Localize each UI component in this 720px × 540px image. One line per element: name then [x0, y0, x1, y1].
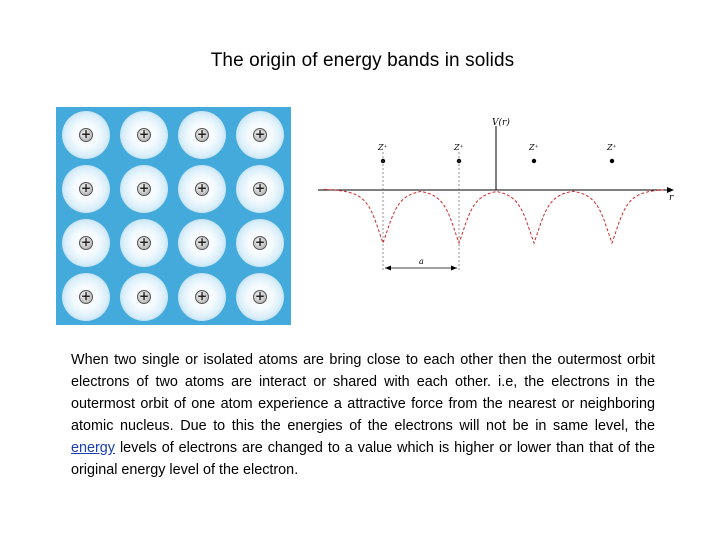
atom: + [120, 219, 168, 267]
atom: + [62, 165, 110, 213]
atom: + [236, 165, 284, 213]
ion-dot [532, 159, 536, 163]
nucleus-icon: + [253, 182, 267, 196]
atom: + [62, 273, 110, 321]
nucleus-icon: + [253, 290, 267, 304]
atom: + [178, 165, 226, 213]
y-axis-label: V(r) [492, 117, 510, 128]
potential-curve [324, 189, 664, 243]
atom: + [120, 273, 168, 321]
atom: + [62, 219, 110, 267]
nucleus-icon: + [253, 236, 267, 250]
nucleus-icon: + [137, 128, 151, 142]
periodic-potential-diagram: r V(r) Z⁺ Z⁺ Z⁺ Z⁺ a [312, 110, 682, 280]
atom: + [120, 165, 168, 213]
nucleus-icon: + [195, 182, 209, 196]
ion-label: Z⁺ [453, 143, 464, 152]
nucleus-icon: + [137, 182, 151, 196]
spacing-label: a [419, 257, 424, 266]
page-title: The origin of energy bands in solids [0, 50, 720, 72]
nucleus-icon: + [79, 128, 93, 142]
nucleus-icon: + [253, 128, 267, 142]
nucleus-icon: + [137, 236, 151, 250]
atom: + [178, 111, 226, 159]
description-text: When two single or isolated atoms are br… [71, 352, 655, 434]
crystal-lattice-diagram: + + + + + + + + + + + + + + + + [56, 107, 291, 325]
energy-link[interactable]: energy [71, 440, 115, 456]
nucleus-icon: + [79, 236, 93, 250]
x-axis-label: r [669, 193, 674, 203]
atom: + [120, 111, 168, 159]
description-paragraph: When two single or isolated atoms are br… [71, 349, 655, 481]
nucleus-icon: + [195, 236, 209, 250]
description-text-end: levels of electrons are changed to a val… [71, 440, 655, 478]
atom: + [62, 111, 110, 159]
ion-label: Z⁺ [606, 143, 617, 152]
atom: + [236, 273, 284, 321]
spacing-arrow-right [451, 266, 457, 271]
nucleus-icon: + [137, 290, 151, 304]
nucleus-icon: + [195, 290, 209, 304]
ion-label: Z⁺ [528, 143, 539, 152]
atom: + [178, 273, 226, 321]
spacing-arrow-left [385, 266, 391, 271]
nucleus-icon: + [195, 128, 209, 142]
atom: + [236, 111, 284, 159]
atom: + [236, 219, 284, 267]
atom: + [178, 219, 226, 267]
ion-dot [610, 159, 614, 163]
nucleus-icon: + [79, 182, 93, 196]
nucleus-icon: + [79, 290, 93, 304]
ion-label: Z⁺ [377, 143, 388, 152]
